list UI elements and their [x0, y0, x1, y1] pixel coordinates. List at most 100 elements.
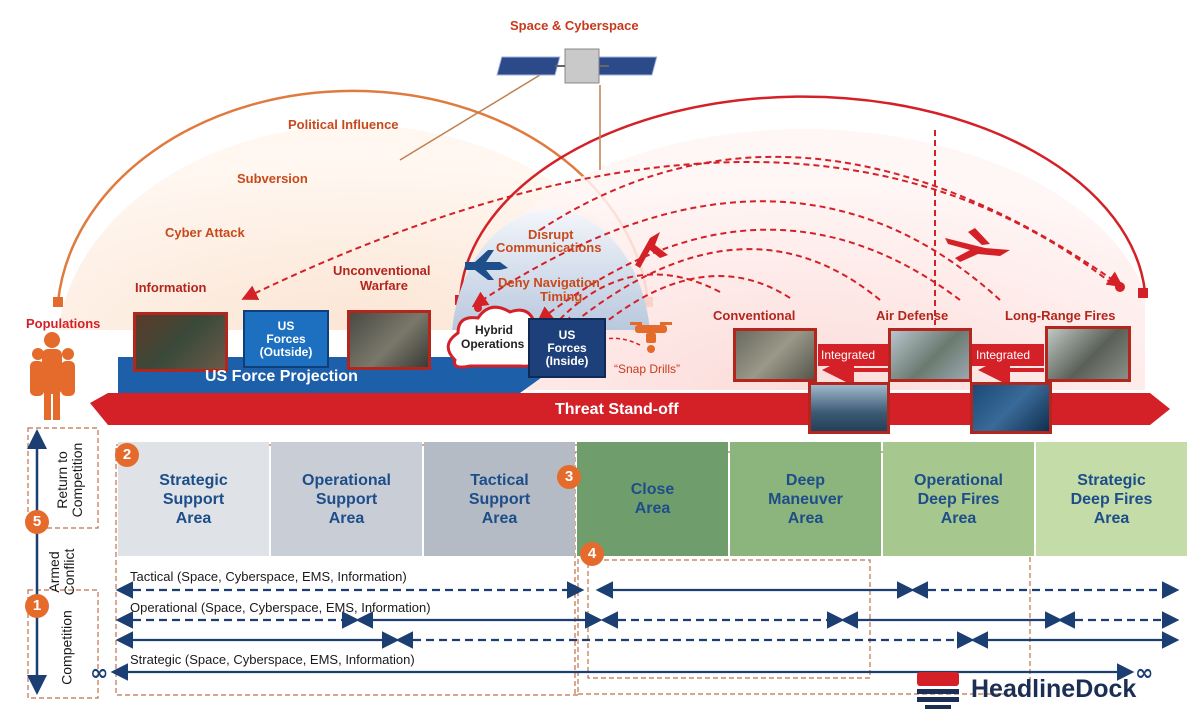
area-label-line: Support	[162, 490, 225, 508]
unconventional-warfare-photo	[347, 310, 431, 370]
communications-label: Communications	[496, 240, 602, 255]
area-label-line: Area	[787, 509, 824, 527]
area-label-line: Deep Fires	[917, 490, 1000, 508]
us-forces-inside-line1: US	[558, 327, 576, 342]
subversion-label: Subversion	[237, 171, 308, 186]
return-line1: Return to	[54, 451, 70, 509]
threat-standoff-bar	[90, 393, 1170, 425]
area-label-line: Area	[481, 509, 518, 527]
drone-icon	[630, 322, 672, 353]
area-label-line: Support	[315, 490, 378, 508]
armed-line1: Armed	[46, 551, 62, 593]
submarine-photo	[970, 382, 1052, 434]
operational-range-label: Operational (Space, Cyberspace, EMS, Inf…	[130, 600, 431, 615]
us-forces-inside-box: US Forces (Inside)	[528, 318, 606, 378]
conventional-photo	[733, 328, 817, 382]
area-label-line: Area	[328, 509, 365, 527]
blue-jet-icon	[465, 250, 508, 280]
threat-standoff-label: Threat Stand-off	[555, 401, 679, 418]
area-label-line: Strategic	[1077, 471, 1146, 489]
area-label-line: Support	[468, 490, 531, 508]
integrated-label-2: Integrated	[976, 348, 1031, 362]
area-label-line: Operational	[302, 471, 391, 489]
red-jet-icon-2	[945, 228, 1010, 262]
integrated-label-1: Integrated	[821, 348, 876, 362]
red-jet-icon-1	[635, 232, 668, 268]
tactical-range-label: Tactical (Space, Cyberspace, EMS, Inform…	[130, 569, 407, 584]
badge-3: 3	[557, 465, 581, 489]
area-label-line: Area	[1093, 509, 1130, 527]
area-label-line: Area	[175, 509, 212, 527]
hybrid-line2: Operations	[461, 337, 525, 351]
headlinedock-logo: HeadlineDock	[915, 670, 1185, 710]
populations-icon	[30, 332, 75, 420]
us-forces-outside-box: US Forces (Outside)	[243, 310, 329, 368]
us-force-projection-label: US Force Projection	[205, 368, 358, 385]
navy-ship-photo	[808, 382, 890, 434]
us-forces-outside-line3: (Outside)	[259, 344, 313, 359]
us-forces-inside-line3: (Inside)	[545, 353, 589, 368]
return-to-competition-label: Return to Competition	[54, 430, 85, 530]
us-forces-outside-line1: US	[277, 318, 295, 333]
area-label-line: Tactical	[470, 471, 529, 489]
information-label: Information	[135, 280, 207, 295]
snap-drills-label: “Snap Drills”	[614, 362, 681, 376]
deny-navigation-label: Deny Navigation	[498, 275, 600, 290]
area-label-line: Maneuver	[768, 490, 843, 508]
badge-4: 4	[580, 542, 604, 566]
armed-line2: Conflict	[61, 548, 77, 596]
headlinedock-logo-icon	[917, 672, 959, 709]
hybrid-line1: Hybrid	[475, 323, 514, 337]
conventional-label: Conventional	[713, 308, 796, 323]
strategic-range-label: Strategic (Space, Cyberspace, EMS, Infor…	[130, 652, 415, 667]
satellite-icon	[496, 48, 658, 84]
area-label-line: Area	[940, 509, 977, 527]
badge-5: 5	[25, 510, 49, 534]
cyber-attack-label: Cyber Attack	[165, 225, 245, 240]
timing-label: Timing	[540, 289, 583, 304]
area-label-line: Area	[634, 500, 671, 517]
competition-label: Competition	[58, 610, 75, 685]
svg-text:∞: ∞	[1135, 661, 1153, 686]
area-label-line: Close	[630, 481, 675, 498]
political-influence-label: Political Influence	[288, 117, 399, 132]
long-range-fires-label: Long-Range Fires	[1005, 308, 1116, 323]
air-defense-label: Air Defense	[876, 308, 949, 323]
area-label-line: Strategic	[159, 471, 228, 489]
svg-text:∞: ∞	[90, 661, 108, 686]
disrupt-label: Disrupt	[528, 227, 574, 242]
badge-1: 1	[25, 594, 49, 618]
populations-label: Populations	[26, 316, 101, 331]
us-forces-outside-line2: Forces	[266, 331, 306, 346]
us-forces-inside-line2: Forces	[547, 340, 587, 355]
hybrid-cloud	[446, 305, 545, 369]
return-line2: Competition	[69, 442, 85, 518]
unconventional-line1: Unconventional	[333, 263, 431, 278]
unconventional-line2: Warfare	[360, 278, 408, 293]
air-defense-photo	[888, 328, 972, 382]
armed-conflict-label: Armed Conflict	[46, 532, 77, 612]
space-cyberspace-label: Space & Cyberspace	[510, 18, 639, 33]
long-range-fires-photo	[1045, 326, 1131, 382]
area-label-line: Operational	[914, 471, 1003, 489]
information-photo	[133, 312, 228, 372]
headlinedock-text: HeadlineDock	[971, 675, 1137, 703]
area-label-line: Deep	[785, 471, 826, 489]
area-label-line: Deep Fires	[1070, 490, 1153, 508]
